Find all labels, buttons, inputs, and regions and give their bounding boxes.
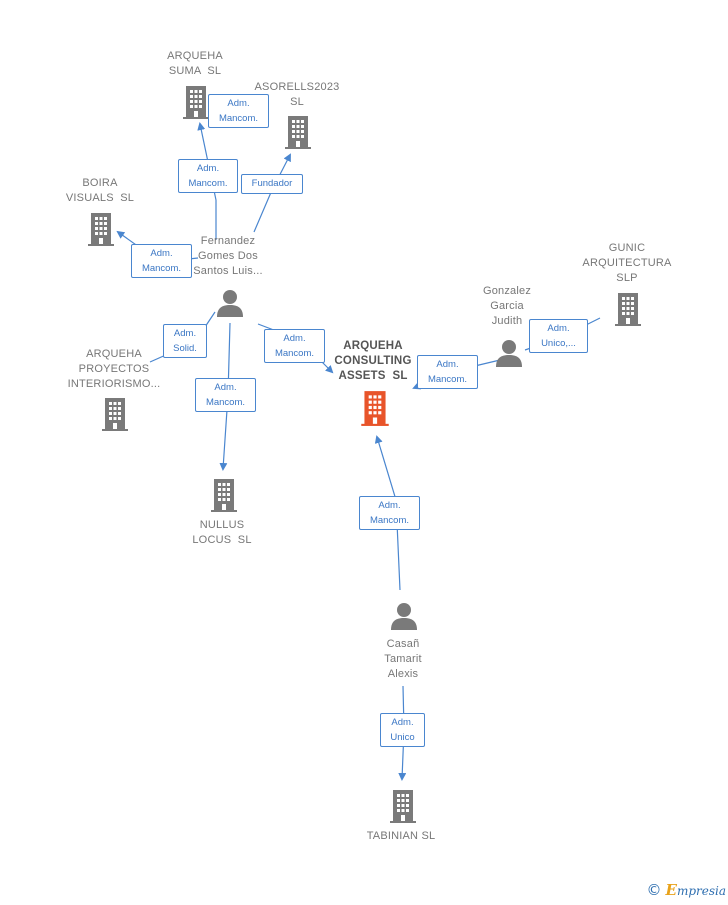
node-label-asorells2023[interactable]: ASORELLS2023 SL (254, 81, 340, 108)
relation-label[interactable]: Adm. Mancom. (417, 355, 478, 389)
node-label-arqueha-consulting[interactable]: ARQUEHA CONSULTING ASSETS SL (334, 340, 412, 382)
person-icon[interactable] (390, 601, 418, 636)
relation-label[interactable]: Adm. Mancom. (359, 496, 420, 530)
building-icon[interactable] (101, 396, 129, 437)
relation-label[interactable]: Adm. Mancom. (264, 329, 325, 363)
relation-label[interactable]: Adm. Mancom. (178, 159, 238, 193)
node-label-tabinian[interactable]: TABINIAN SL (366, 830, 436, 842)
building-icon[interactable] (360, 389, 390, 432)
edge-fernandez-suma (197, 122, 217, 240)
person-icon[interactable] (216, 288, 244, 323)
relation-label[interactable]: Adm. Mancom. (131, 244, 192, 278)
building-icon[interactable] (389, 788, 417, 829)
relation-label[interactable]: Adm. Solid. (163, 324, 207, 358)
relation-label[interactable]: Adm. Mancom. (195, 378, 256, 412)
person-icon[interactable] (495, 338, 523, 373)
node-label-arqueha-proyectos[interactable]: ARQUEHA PROYECTOS INTERIORISMO... (67, 348, 161, 390)
brand-wordmark: Empresia (665, 881, 727, 899)
node-label-boira-visuals[interactable]: BOIRA VISUALS SL (65, 177, 135, 204)
building-icon[interactable] (284, 114, 312, 155)
relation-label[interactable]: Fundador (241, 174, 303, 194)
relation-label[interactable]: Adm. Unico (380, 713, 425, 747)
node-label-casan[interactable]: Casañ Tamarit Alexis (384, 638, 422, 680)
relation-label[interactable]: Adm. Mancom. (208, 94, 269, 128)
building-icon[interactable] (210, 477, 238, 518)
building-icon[interactable] (614, 291, 642, 332)
node-label-arqueha-suma[interactable]: ARQUEHA SUMA SL (167, 50, 223, 77)
node-label-fernandez[interactable]: Fernandez Gomes Dos Santos Luis... (193, 235, 263, 277)
node-label-nullus-locus[interactable]: NULLUS LOCUS SL (192, 519, 252, 546)
relation-label[interactable]: Adm. Unico,... (529, 319, 588, 353)
brand-logo: © Empresia (647, 881, 727, 899)
node-label-gunic[interactable]: GUNIC ARQUITECTURA SLP (582, 242, 672, 284)
building-icon[interactable] (182, 84, 210, 125)
building-icon[interactable] (87, 211, 115, 252)
node-label-gonzalez[interactable]: Gonzalez Garcia Judith (482, 285, 532, 327)
copyright-symbol: © (646, 880, 662, 899)
